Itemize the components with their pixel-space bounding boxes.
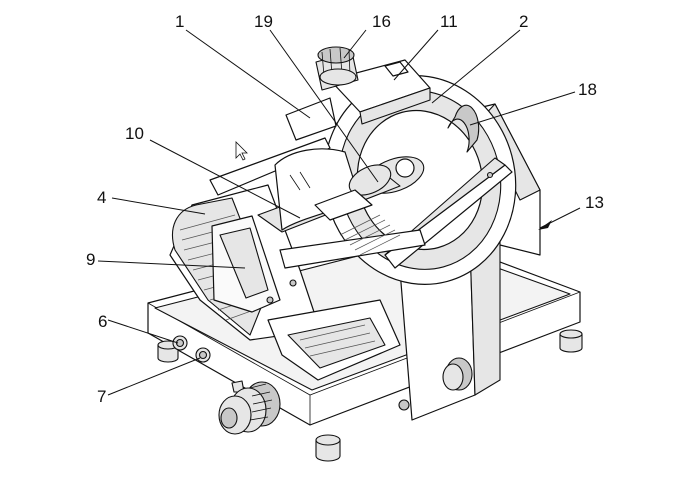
- leader-4: [111, 197, 206, 215]
- callout-18: 18: [578, 80, 597, 99]
- leader-10: [149, 139, 301, 219]
- callout-1: 1: [175, 12, 184, 31]
- callout-6: 6: [98, 312, 107, 331]
- sharpener-assembly: [285, 46, 431, 141]
- callout-19: 19: [254, 12, 273, 31]
- callout-11: 11: [440, 12, 458, 31]
- leader-lines: [97, 29, 581, 396]
- arrowhead-13: [538, 220, 552, 230]
- leader-2: [431, 29, 521, 104]
- callout-labels: 1 19 16 11 2 18 10 4 13 9 6 7: [86, 12, 604, 406]
- callout-2: 2: [519, 12, 528, 31]
- leader-18: [469, 91, 576, 126]
- callout-16: 16: [372, 12, 391, 31]
- leader-16: [343, 29, 367, 59]
- blade-guard: [323, 75, 517, 285]
- callout-7: 7: [97, 387, 106, 406]
- leader-9: [97, 260, 246, 269]
- lower-tray: [267, 299, 401, 381]
- carriage-arm: [279, 157, 513, 269]
- callout-13: 13: [585, 193, 604, 212]
- callout-9: 9: [86, 250, 95, 269]
- leader-19: [269, 29, 379, 183]
- cursor-arrow-icon: [235, 141, 248, 161]
- slicer-drawing: [147, 46, 583, 462]
- leader-11: [393, 29, 439, 81]
- callout-10: 10: [125, 124, 144, 143]
- leader-7: [107, 357, 201, 396]
- callout-4: 4: [97, 188, 106, 207]
- product-pusher: [209, 137, 401, 233]
- leader-1: [185, 29, 311, 119]
- leader-6: [107, 319, 179, 344]
